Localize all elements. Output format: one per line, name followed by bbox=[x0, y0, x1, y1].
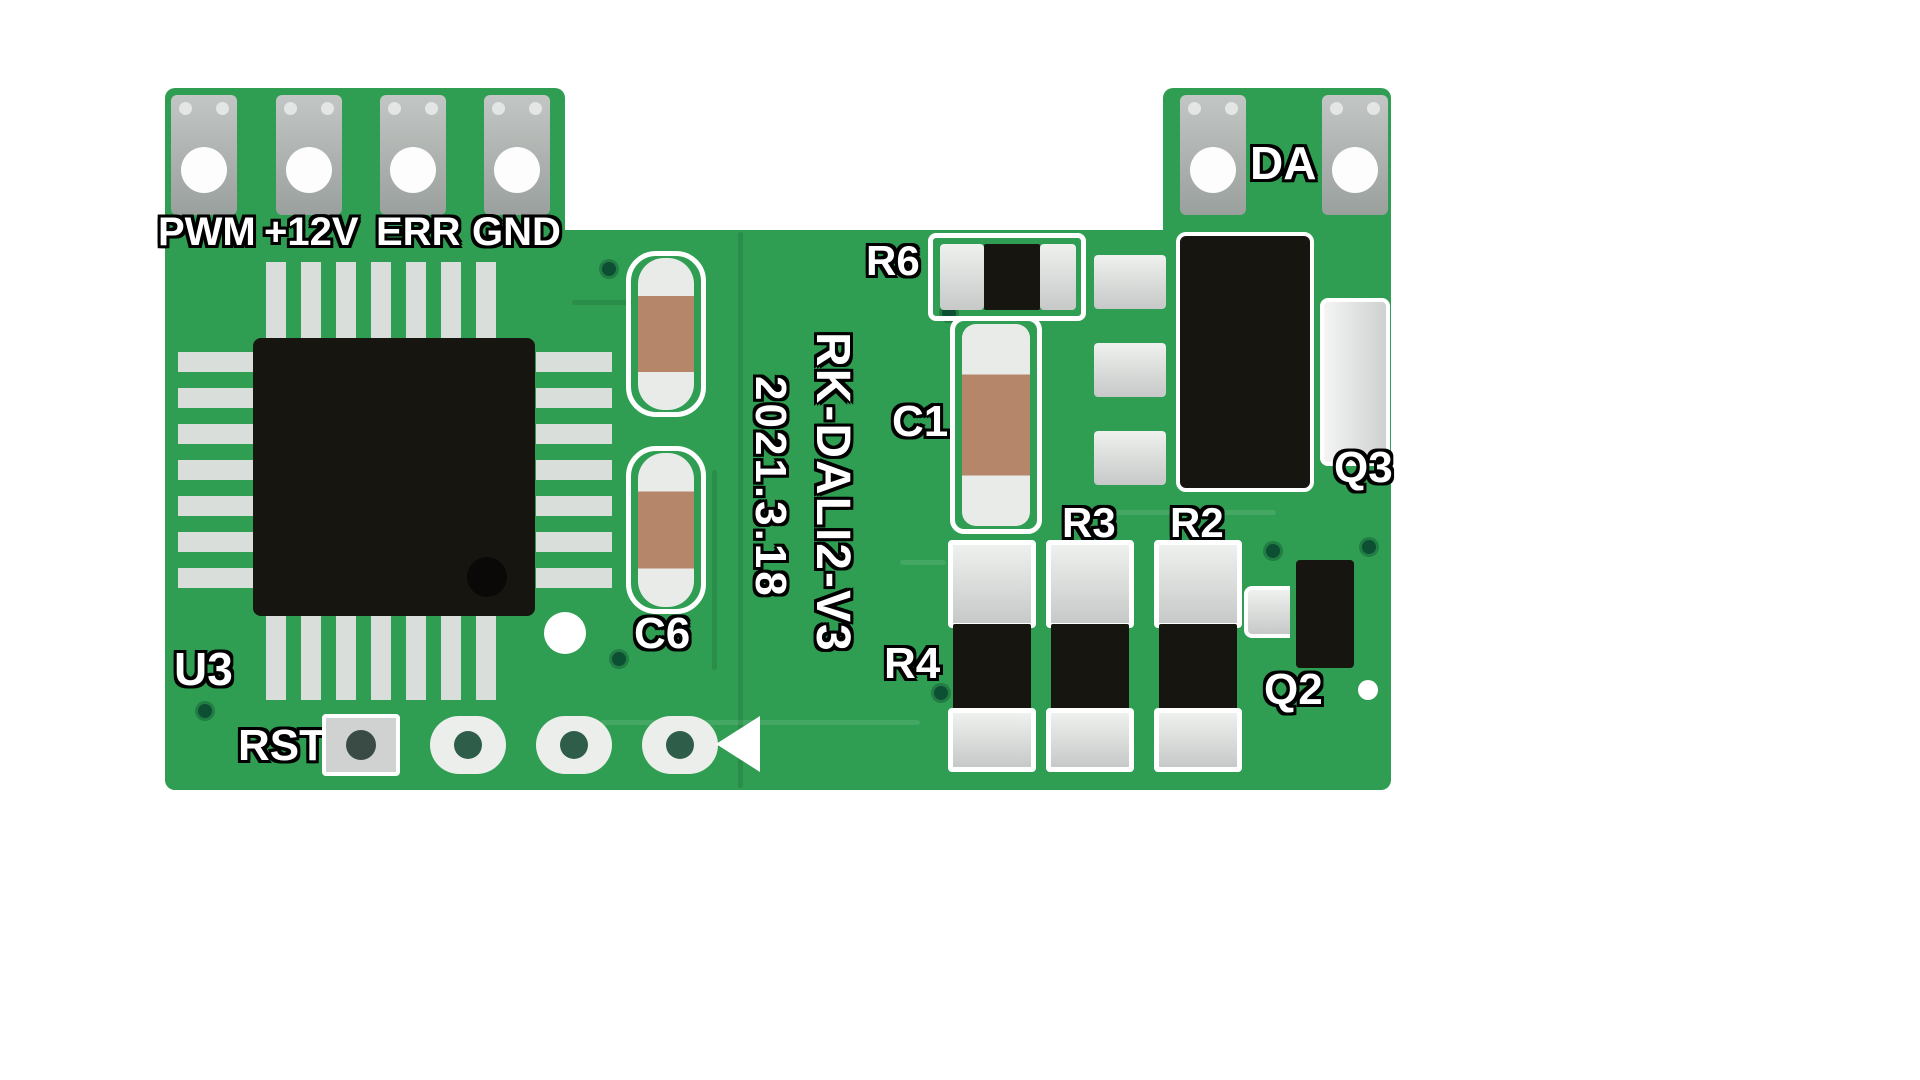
connector-pin-hole-icon bbox=[494, 147, 540, 193]
connector-err bbox=[380, 95, 446, 215]
connector-pin-hole-icon bbox=[181, 147, 227, 193]
via bbox=[934, 686, 948, 700]
c6-outline-2 bbox=[626, 446, 706, 614]
transistor-q2-body bbox=[1296, 560, 1354, 668]
via bbox=[1362, 540, 1376, 554]
q3-pad-left-1 bbox=[1094, 255, 1166, 309]
r3-pad-top bbox=[1046, 540, 1134, 628]
connector-hole-icon bbox=[1225, 102, 1238, 115]
connector-hole-icon bbox=[1330, 102, 1343, 115]
connector-pin-hole-icon bbox=[286, 147, 332, 193]
chip-mold-mark-icon bbox=[467, 557, 507, 597]
silkscreen-dot-icon bbox=[1358, 680, 1378, 700]
label-12v: +12V bbox=[264, 210, 359, 254]
copper-trace bbox=[1096, 510, 1276, 515]
label-q3: Q3 bbox=[1334, 443, 1393, 492]
label-u3: U3 bbox=[174, 643, 233, 695]
label-err: ERR bbox=[376, 210, 461, 254]
copper-trace bbox=[738, 232, 743, 788]
capacitor-c6-1 bbox=[638, 258, 694, 410]
connector-pin-hole-icon bbox=[1190, 147, 1236, 193]
q3-pad-left-3 bbox=[1094, 431, 1166, 485]
r2-pad-bottom bbox=[1154, 708, 1242, 772]
connector-hole-icon bbox=[529, 102, 542, 115]
silkscreen-dot-icon bbox=[544, 612, 586, 654]
resistor-r4-body bbox=[953, 624, 1031, 712]
connector-da-2 bbox=[1322, 95, 1388, 215]
connector-hole-icon bbox=[388, 102, 401, 115]
resistor-r3-body bbox=[1051, 624, 1129, 712]
label-da: DA bbox=[1250, 137, 1317, 189]
connector-da-1 bbox=[1180, 95, 1246, 215]
label-gnd: GND bbox=[472, 210, 561, 254]
connector-hole-icon bbox=[1367, 102, 1380, 115]
via bbox=[602, 262, 616, 276]
via bbox=[1266, 544, 1280, 558]
resistor-r2-body bbox=[1159, 624, 1237, 712]
chip-leads-right bbox=[536, 352, 612, 604]
label-q2: Q2 bbox=[1264, 665, 1323, 714]
test-pad-hole-icon bbox=[454, 731, 482, 759]
label-r2: R2 bbox=[1170, 499, 1224, 546]
copper-trace bbox=[600, 720, 920, 725]
connector-hole-icon bbox=[492, 102, 505, 115]
silkscreen-triangle-icon bbox=[716, 716, 760, 772]
chip-leads-top bbox=[266, 262, 498, 340]
r6-pad-left bbox=[940, 244, 984, 310]
resistor-r6-body bbox=[984, 244, 1040, 310]
label-c1: C1 bbox=[892, 397, 949, 446]
silkscreen-date: 2021.3.18 bbox=[746, 376, 795, 599]
label-r3: R3 bbox=[1062, 499, 1116, 546]
connector-gnd bbox=[484, 95, 550, 215]
test-pad-hole-icon bbox=[666, 731, 694, 759]
connector-12v bbox=[276, 95, 342, 215]
r2-pad-top bbox=[1154, 540, 1242, 628]
copper-trace bbox=[712, 470, 717, 670]
transistor-q3-body bbox=[1176, 232, 1314, 492]
via bbox=[612, 652, 626, 666]
label-rst: RST bbox=[238, 721, 326, 770]
copper-trace bbox=[572, 300, 632, 305]
q3-tab-pad bbox=[1320, 298, 1390, 466]
q2-pad bbox=[1244, 586, 1290, 638]
c1-outline bbox=[950, 316, 1042, 534]
connector-hole-icon bbox=[284, 102, 297, 115]
label-r6: R6 bbox=[866, 237, 920, 284]
copper-trace bbox=[900, 560, 946, 565]
r3-pad-bottom bbox=[1046, 708, 1134, 772]
test-pad-hole-icon bbox=[560, 731, 588, 759]
connector-hole-icon bbox=[1188, 102, 1201, 115]
rst-pad-hole-icon bbox=[346, 730, 376, 760]
connector-hole-icon bbox=[321, 102, 334, 115]
r4-pad-bottom bbox=[948, 708, 1036, 772]
capacitor-c1 bbox=[962, 324, 1030, 526]
connector-hole-icon bbox=[425, 102, 438, 115]
connector-pin-hole-icon bbox=[390, 147, 436, 193]
label-r4: R4 bbox=[884, 639, 941, 688]
r4-pad-top bbox=[948, 540, 1036, 628]
connector-pwm bbox=[171, 95, 237, 215]
c6-outline-1 bbox=[626, 251, 706, 417]
via bbox=[198, 704, 212, 718]
connector-pin-hole-icon bbox=[1332, 147, 1378, 193]
label-pwm: PWM bbox=[158, 210, 256, 254]
q3-pad-left-2 bbox=[1094, 343, 1166, 397]
capacitor-c6-2 bbox=[638, 453, 694, 607]
r6-pad-right bbox=[1040, 244, 1076, 310]
silkscreen-model: RK-DALI2-V3 bbox=[806, 332, 859, 653]
chip-leads-bottom bbox=[266, 616, 498, 700]
label-c6: C6 bbox=[634, 609, 691, 658]
chip-leads-left bbox=[178, 352, 254, 604]
connector-hole-icon bbox=[179, 102, 192, 115]
connector-hole-icon bbox=[216, 102, 229, 115]
